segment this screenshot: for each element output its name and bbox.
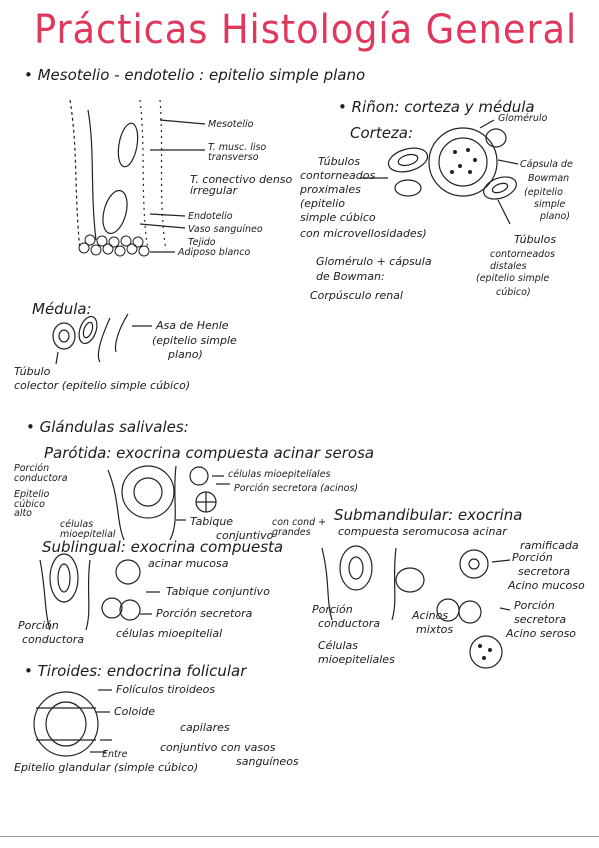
sublingual-heading-2: acinar mucosa — [148, 557, 229, 570]
bottom-rule — [0, 836, 599, 837]
tubulo-line: Túbulo — [14, 365, 51, 378]
parotida-label: células mioepitelíales — [228, 469, 331, 480]
tiroides-heading: • Tiroides: endocrina folicular — [24, 662, 247, 680]
tiroides-label: capilares — [180, 721, 230, 734]
submandibular-label: secretora — [514, 613, 567, 626]
tubulos-prox-line: simple cúbico — [300, 211, 376, 224]
submandibular-label: Acino mucoso — [508, 579, 585, 592]
corteza-heading: Corteza: — [350, 124, 414, 142]
tubulos-dist-line: (epitelio simple — [476, 273, 550, 284]
tubulos-prox-line: Túbulos — [318, 155, 361, 168]
submandibular-label: mixtos — [416, 623, 454, 636]
tiroides-label: Entre — [102, 749, 128, 760]
tiroides-label: conjuntivo con vasos — [160, 741, 276, 754]
meso-label: Endotelio — [188, 211, 233, 222]
tubulo-line: colector (epitelio simple cúbico) — [14, 379, 191, 392]
parotida-label: Epitelio cúbico alto — [14, 489, 50, 519]
meso-label: Mesotelio — [208, 119, 254, 130]
corteza-sketch — [360, 119, 519, 225]
tiroides-label: Coloide — [114, 705, 156, 718]
tiroides-label: Folículos tiroideos — [116, 683, 216, 696]
meso-label: T. musc. liso transverso — [208, 142, 267, 163]
capsula-line: Cápsula de — [520, 159, 573, 170]
parotida-label: conjuntivo — [216, 529, 274, 542]
sublingual-label: Porción secretora — [156, 607, 253, 620]
asa-line: Asa de Henle — [156, 319, 229, 332]
tiroides-label: Epitelio glandular (simple cúbico) — [14, 761, 199, 774]
tubulos-prox-line: contorneados — [300, 169, 376, 182]
sublingual-sketch — [39, 553, 160, 631]
capsula-line: plano) — [540, 211, 571, 222]
sublingual-label: Tabique conjuntivo — [166, 585, 270, 598]
glandulas-heading: • Glándulas salivales: — [26, 418, 189, 436]
submandibular-label: mioepiteliales — [318, 653, 395, 666]
parotida-label: Porción secretora (acinos) — [234, 483, 359, 494]
sublingual-label: Porción — [18, 619, 59, 632]
submandibular-heading-2: compuesta seromucosa acinar — [338, 525, 507, 538]
rinon-heading: • Riñon: corteza y médula — [338, 98, 535, 116]
tubulos-prox-line: (epitelio — [300, 197, 346, 210]
parotida-label: Porción conductora — [14, 463, 68, 484]
tubulos-prox-line: proximales — [300, 183, 361, 196]
parotida-sketch — [107, 465, 230, 541]
submandibular-label: Porción — [514, 599, 555, 612]
sublingual-label: conductora — [22, 633, 85, 646]
meso-label: Tejido — [188, 237, 216, 248]
tubulos-dist-line: distales — [490, 261, 527, 272]
tubulos-dist-line: contorneados — [490, 249, 555, 260]
meso-label: Adiposo blanco — [178, 247, 251, 258]
asa-line: plano) — [168, 348, 203, 361]
medula-sketch — [52, 313, 152, 365]
asa-line: (epitelio simple — [152, 334, 237, 347]
parotida-label: células mioepitelial — [60, 519, 116, 540]
parotida-label: Tabique — [190, 515, 234, 528]
tubulos-dist-line: Túbulos — [514, 233, 557, 246]
parotida-label: con cond + grandes — [272, 517, 327, 538]
submandibular-heading-3: ramificada — [520, 539, 579, 552]
tiroides-sketch — [33, 689, 112, 757]
submandibular-label: conductora — [318, 617, 381, 630]
submandibular-label: Acinos — [412, 609, 449, 622]
tubulos-dist-line: cúbico) — [496, 287, 531, 298]
mesotelio-sketch — [69, 99, 206, 257]
submandibular-label: Porción — [312, 603, 353, 616]
meso-label: T. conectivo denso irregular — [190, 173, 293, 197]
capsula-line: (epitelio — [524, 187, 563, 198]
capsula-line: Bowman — [528, 173, 570, 184]
submandibular-label: Células — [318, 639, 359, 652]
meso-heading: • Mesotelio - endotelio : epitelio simpl… — [24, 66, 366, 84]
submandibular-label: secretora — [518, 565, 571, 578]
parotida-heading: Parótida: exocrina compuesta acinar sero… — [44, 444, 375, 462]
medula-heading: Médula: — [32, 300, 92, 318]
tiroides-label: sanguíneos — [236, 755, 299, 768]
submandibular-label: Porción — [512, 551, 553, 564]
submandibular-sketch — [321, 545, 511, 669]
submandibular-heading: Submandibular: exocrina — [334, 506, 523, 524]
capsula-line: simple — [534, 199, 566, 210]
corpusculo-line: Glomérulo + cápsula — [316, 255, 432, 268]
tubulos-prox-line: con microvellosidades) — [300, 227, 427, 240]
page-title: Prácticas Histología General — [34, 7, 578, 53]
sublingual-heading: Sublingual: exocrina compuesta — [42, 538, 284, 556]
corpusculo-line: Corpúsculo renal — [310, 289, 403, 302]
meso-label: Vaso sanguíneo — [188, 224, 263, 235]
glomerulo-label: Glomérulo — [498, 113, 548, 124]
sublingual-label: células mioepitelial — [116, 627, 223, 640]
corpusculo-line: de Bowman: — [316, 270, 385, 283]
submandibular-label: Acino seroso — [506, 627, 577, 640]
